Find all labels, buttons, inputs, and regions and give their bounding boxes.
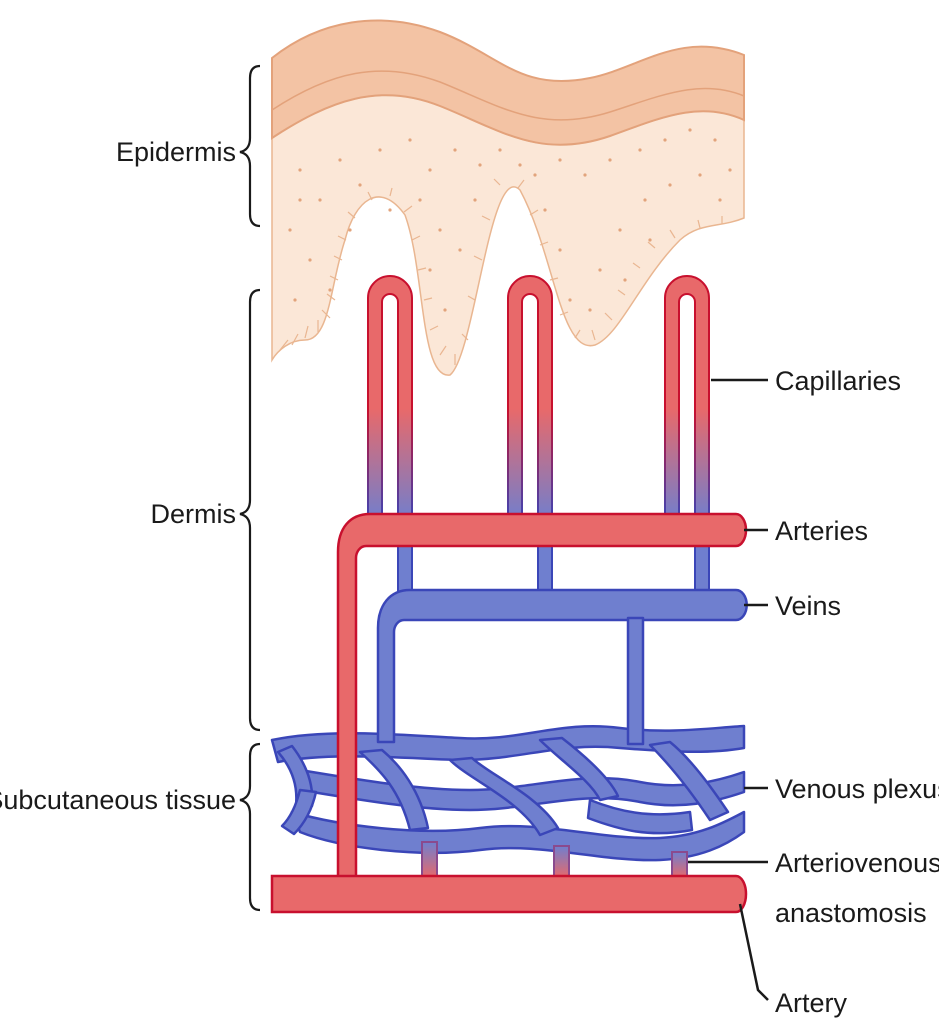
vein-network	[378, 590, 747, 744]
brace-subcutaneous	[240, 744, 260, 910]
label-arteriovenous-line1: Arteriovenous	[775, 848, 939, 878]
leader-artery	[740, 904, 768, 1000]
anastomosis-2	[554, 846, 569, 878]
label-subcutaneous-tissue: Subcutaneous tissue	[0, 785, 236, 815]
anastomosis-3	[672, 852, 687, 878]
label-capillaries: Capillaries	[775, 366, 901, 396]
vein-vertical-right	[628, 618, 643, 744]
label-veins: Veins	[775, 591, 841, 621]
layer-braces	[240, 66, 260, 910]
brace-epidermis	[240, 66, 260, 226]
artery-bottom	[272, 876, 746, 912]
label-epidermis: Epidermis	[116, 137, 236, 167]
label-venous-plexus: Venous plexus	[775, 774, 939, 804]
brace-dermis	[240, 290, 260, 730]
label-artery: Artery	[775, 988, 848, 1018]
anastomosis-1	[422, 842, 437, 878]
label-arteriovenous-line2: anastomosis	[775, 898, 927, 928]
vein-horizontal	[378, 590, 747, 742]
label-dermis: Dermis	[151, 499, 237, 529]
label-arteries: Arteries	[775, 516, 868, 546]
